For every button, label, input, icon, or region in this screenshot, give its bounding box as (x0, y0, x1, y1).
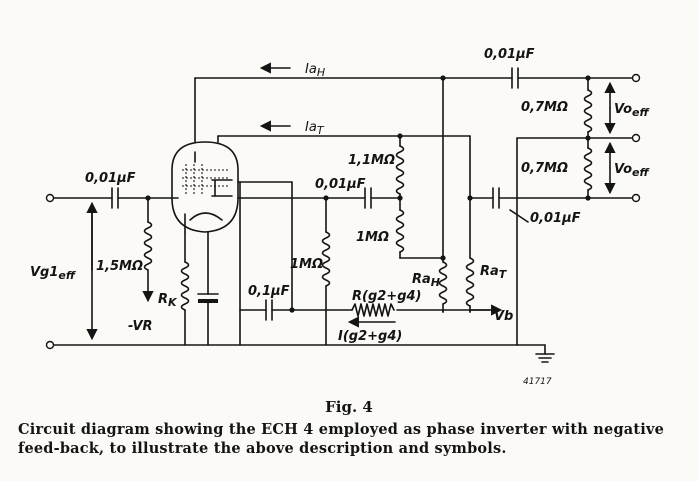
divider-resistors (395, 135, 444, 259)
figure-caption: Circuit diagram showing the ECH 4 employ… (18, 421, 665, 457)
label-r-07m-top: 0,7MΩ (521, 100, 568, 115)
label-ia-h: IaH (305, 62, 325, 79)
mid-capacitor (364, 187, 401, 209)
label-ref-number: 41717 (523, 377, 552, 387)
label-cap-top: 0,01μF (484, 47, 535, 62)
label-r-07m-bot: 0,7MΩ (521, 161, 568, 176)
right-capacitor (469, 187, 633, 209)
grid-leak-resistor (142, 197, 154, 303)
label-r-1m-mid: 1MΩ (356, 230, 389, 245)
label-rk: RK (158, 292, 178, 309)
label-r-1m-left: 1MΩ (290, 257, 323, 272)
label-vb: Vb (494, 309, 513, 324)
cathode-resistor (180, 231, 190, 346)
label-cap-mid: 0,01μF (315, 177, 366, 192)
cathode-capacitor (197, 231, 219, 346)
label-ia-t: IaT (305, 120, 325, 137)
label-grid-leak: 1,5MΩ (96, 259, 143, 274)
label-r-1-1m: 1,1MΩ (348, 153, 395, 168)
output-terminal-bottom (631, 193, 641, 203)
figure-title: Fig. 4 (325, 398, 373, 416)
cap-label-leader (509, 209, 529, 223)
label-neg-vr: -VR (128, 319, 153, 334)
grid-resistor-1m (321, 197, 331, 346)
input-terminal-top (45, 193, 55, 203)
output-terminal-middle (631, 133, 641, 143)
circuit-diagram: IaH IaT 0,01μF 0,01μF 0,01μF 0,01μF 0,1μ… (30, 47, 651, 387)
label-i-screen: I(g2+g4) (338, 329, 402, 344)
label-cap-right: 0,01μF (530, 211, 581, 226)
label-ra-h: RaH (412, 272, 440, 289)
output-terminal-top (631, 73, 641, 83)
label-ra-t: RaT (480, 264, 508, 281)
label-vg1: Vg1eff (30, 265, 77, 282)
label-cap-screen: 0,1μF (248, 284, 290, 299)
ground-bus (53, 344, 555, 363)
ra-h-resistor (438, 77, 448, 313)
label-cap-input: 0,01μF (85, 171, 136, 186)
label-r-screen: R(g2+g4) (352, 289, 422, 304)
tube-ech4 (171, 141, 239, 233)
label-vo-bot: Voeff (614, 162, 651, 179)
screen-capacitor (239, 181, 353, 346)
output-resistors (516, 77, 633, 199)
input-capacitor (53, 187, 179, 209)
input-terminal-bottom (45, 340, 55, 350)
label-vo-top: Voeff (614, 102, 651, 119)
